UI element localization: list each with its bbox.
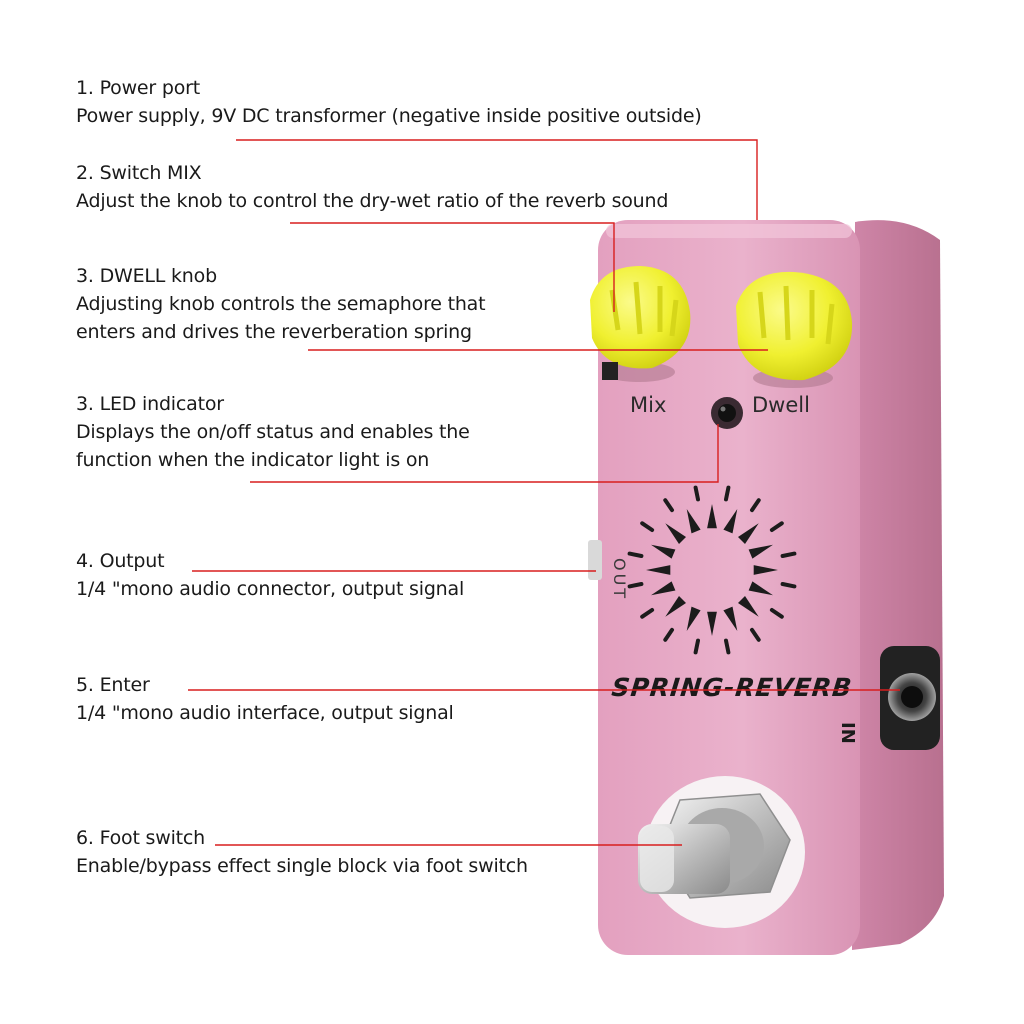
mandala-tooth <box>707 504 717 529</box>
mix-label: Mix <box>630 393 666 417</box>
callout-title: 3. DWELL knob <box>76 265 217 287</box>
mandala-dash <box>750 498 761 513</box>
dwell-knob[interactable] <box>736 271 853 388</box>
mix-knob[interactable] <box>590 266 691 382</box>
mandala-dash <box>693 485 700 502</box>
mandala-dash <box>663 627 674 642</box>
leader-lines <box>188 139 900 846</box>
brand-text: SPRING-REVERB <box>610 673 854 702</box>
mandala-tooth <box>651 544 676 559</box>
output-label: OUT <box>610 558 629 601</box>
mandala-dash <box>724 638 731 655</box>
callout-desc: 1/4 "mono audio interface, output signal <box>76 702 454 724</box>
callout-title: 1. Power port <box>76 77 200 99</box>
mandala-dash <box>693 638 700 655</box>
callout-input: 5. Enter 1/4 "mono audio interface, outp… <box>76 671 454 727</box>
callout-led-indicator: 3. LED indicator Displays the on/off sta… <box>76 390 470 474</box>
mandala-tooth <box>646 565 671 575</box>
callout-desc: Adjust the knob to control the dry-wet r… <box>76 190 669 212</box>
mandala-dash <box>627 582 644 589</box>
leader-led <box>250 424 719 483</box>
input-jack <box>880 646 940 750</box>
led-indicator <box>711 397 743 429</box>
pedal-side-face <box>852 220 944 950</box>
callout-desc: 1/4 "mono audio connector, output signal <box>76 578 465 600</box>
mandala-dash <box>769 608 784 619</box>
callout-desc: Displays the on/off status and enables t… <box>76 421 470 443</box>
leader-mix-knob <box>290 222 615 312</box>
output-jack <box>588 540 602 580</box>
mandala-dash <box>627 551 644 558</box>
mandala-dash <box>724 485 731 502</box>
input-label: IN <box>837 722 858 744</box>
mandala-tooth <box>686 509 701 534</box>
callout-output: 4. Output 1/4 "mono audio connector, out… <box>76 547 464 603</box>
callout-dwell-knob: 3. DWELL knob Adjusting knob controls th… <box>76 262 486 346</box>
mandala-tooth <box>707 611 717 636</box>
callout-title: 5. Enter <box>76 674 150 696</box>
callout-foot-switch: 6. Foot switch Enable/bypass effect sing… <box>76 824 528 880</box>
callout-desc: enters and drives the reverberation spri… <box>76 321 472 343</box>
pedal-top-edge <box>606 224 852 238</box>
mandala-tooth <box>723 606 738 631</box>
mandala-tooth <box>738 523 759 544</box>
callout-desc: function when the indicator light is on <box>76 449 430 471</box>
callout-title: 2. Switch MIX <box>76 162 202 184</box>
mandala-tooth <box>748 544 773 559</box>
foot-switch[interactable] <box>638 776 805 928</box>
spring-mandala-graphic <box>627 485 797 655</box>
mandala-dash <box>663 498 674 513</box>
mandala-tooth <box>753 565 778 575</box>
mandala-tooth <box>738 596 759 617</box>
mandala-dash <box>640 521 655 532</box>
callout-desc: Adjusting knob controls the semaphore th… <box>76 293 486 315</box>
mandala-tooth <box>665 596 686 617</box>
mandala-tooth <box>748 581 773 596</box>
callout-mix-knob: 2. Switch MIX Adjust the knob to control… <box>76 159 668 215</box>
callout-title: 6. Foot switch <box>76 827 206 849</box>
mandala-dash <box>750 627 761 642</box>
callout-title: 3. LED indicator <box>76 393 224 415</box>
mandala-dash <box>769 521 784 532</box>
leader-power-port <box>236 139 758 220</box>
mandala-dash <box>780 551 797 558</box>
mandala-tooth <box>665 523 686 544</box>
mandala-tooth <box>686 606 701 631</box>
callout-power-port: 1. Power port Power supply, 9V DC transf… <box>76 74 702 130</box>
dwell-label: Dwell <box>752 393 810 417</box>
mandala-dash <box>780 582 797 589</box>
mandala-tooth <box>723 509 738 534</box>
mandala-dash <box>640 608 655 619</box>
callout-desc: Power supply, 9V DC transformer (negativ… <box>76 105 702 127</box>
callout-desc: Enable/bypass effect single block via fo… <box>76 855 528 877</box>
callout-title: 4. Output <box>76 550 165 572</box>
mandala-tooth <box>651 581 676 596</box>
pedal-enclosure <box>598 220 860 955</box>
